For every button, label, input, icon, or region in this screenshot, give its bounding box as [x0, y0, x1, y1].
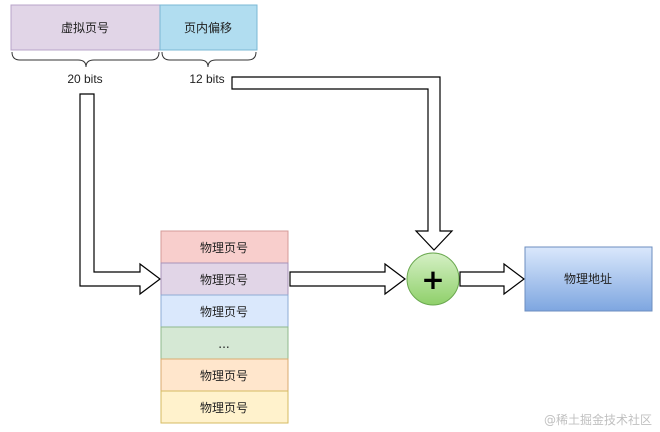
page-table-row: 物理页号: [160, 390, 289, 424]
table-to-adder-arrow: [289, 262, 406, 296]
page-table-row-label: 物理页号: [200, 369, 248, 383]
page-table-row: 物理页号: [160, 262, 289, 296]
page-table-row-label: ...: [218, 337, 229, 351]
adder-node: +: [406, 252, 460, 306]
page-table-row: 物理页号: [160, 230, 289, 264]
adder-to-result-arrow: [459, 262, 525, 296]
watermark-text: @稀土掘金技术社区: [544, 412, 652, 427]
physical-address-box: 物理地址: [524, 246, 653, 312]
page-offset-label: 页内偏移: [184, 20, 232, 35]
page-number-brace: [11, 51, 160, 68]
page-table-row-label: 物理页号: [200, 273, 248, 287]
page-offset-brace: [161, 51, 257, 68]
virtual-page-number-field: 虚拟页号: [10, 4, 161, 51]
page-offset-field: 页内偏移: [159, 4, 258, 51]
page-table-row-label: 物理页号: [200, 305, 248, 319]
page-table-row: ...: [160, 326, 289, 360]
page-number-to-table-arrow: [79, 93, 161, 296]
page-offset-bits-label: 12 bits: [189, 72, 224, 86]
page-table: 物理页号 物理页号 物理页号 ... 物理页号 物理页号: [160, 230, 289, 424]
page-number-bits-label: 20 bits: [67, 72, 102, 86]
physical-address-label: 物理地址: [564, 272, 612, 286]
page-table-row-label: 物理页号: [200, 401, 248, 415]
plus-icon: +: [421, 263, 444, 296]
virtual-page-number-label: 虚拟页号: [61, 21, 109, 35]
page-offset-to-adder-arrow: [231, 76, 454, 251]
page-table-row: 物理页号: [160, 358, 289, 392]
page-table-row: 物理页号: [160, 294, 289, 328]
page-table-row-label: 物理页号: [200, 241, 248, 255]
